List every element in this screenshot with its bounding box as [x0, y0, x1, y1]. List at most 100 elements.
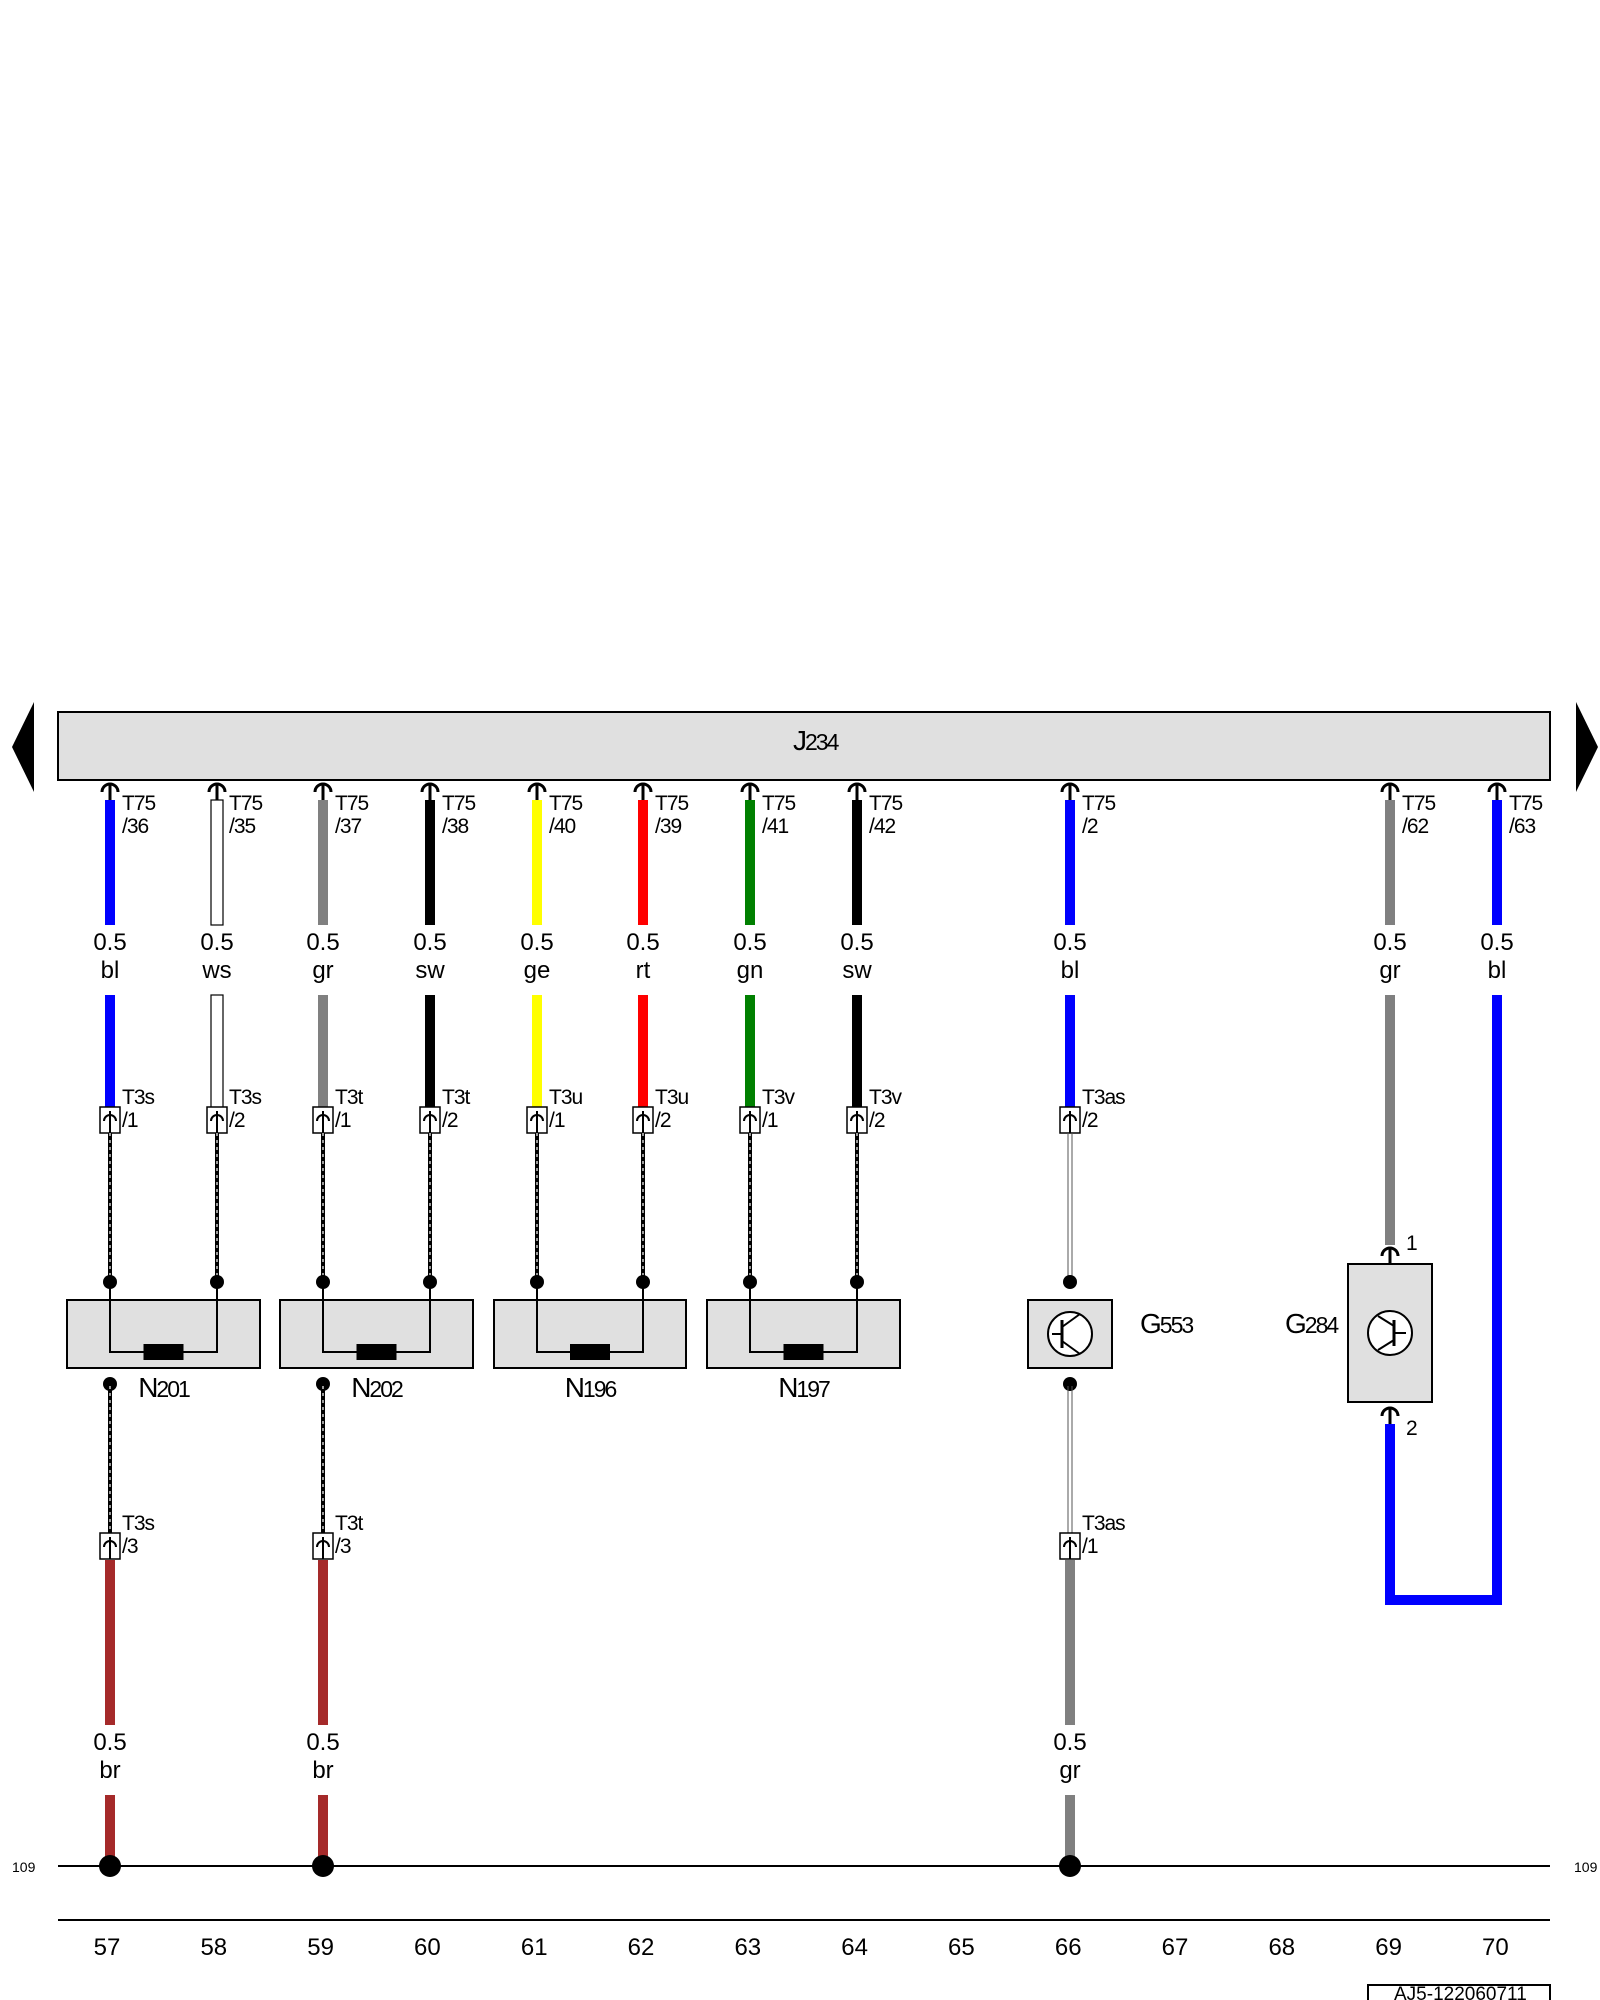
- wire-size-label-8: 0.5: [1053, 929, 1086, 956]
- wire-color-label-0: bl: [101, 957, 120, 984]
- control-module-box: [57, 711, 1551, 781]
- connector-label-6: T3v: [762, 1086, 796, 1109]
- sensor-g284-pin-top: 1: [1406, 1232, 1417, 1255]
- column-number: 61: [521, 1934, 548, 1961]
- sensor-g284-pin-bottom: 2: [1406, 1417, 1417, 1440]
- sensor-g284-transistor-icon: [1367, 1310, 1413, 1356]
- wire-size-label-3: 0.5: [413, 929, 446, 956]
- column-number: 62: [628, 1934, 655, 1961]
- column-number: 65: [948, 1934, 975, 1961]
- sensor-g553: G553: [1027, 1299, 1195, 1391]
- connector-label-0: T3s: [122, 1086, 155, 1109]
- connector-number-7: /2: [869, 1109, 885, 1132]
- connector-number-6: /1: [762, 1109, 778, 1132]
- wire-size-label-5: 0.5: [626, 929, 659, 956]
- wire-color-label-8: bl: [1061, 957, 1080, 984]
- valve-label-2: N196: [565, 1372, 617, 1403]
- module-pin-number-0: /36: [122, 815, 149, 838]
- sensor-g553-bottom-dot: [1063, 1377, 1077, 1391]
- wire-size-label-0: 0.5: [93, 929, 126, 956]
- column-number: 59: [307, 1934, 334, 1961]
- previous-page-arrow-icon[interactable]: [12, 702, 34, 792]
- column-number: 66: [1055, 1934, 1082, 1961]
- wire-color-label-1: ws: [201, 957, 231, 984]
- wire-color-label-5: rt: [636, 957, 651, 984]
- module-pin-label-5: T75: [655, 792, 689, 815]
- module-pin-label-6: T75: [762, 792, 796, 815]
- connector-number-0: /1: [122, 1109, 138, 1132]
- sensor-g284-collector-icon: [1377, 1315, 1395, 1327]
- sensor-g553-label: G553: [1140, 1308, 1193, 1339]
- lower-wire-size-1: 0.5: [306, 1729, 339, 1756]
- module-pin-label-1: T75: [229, 792, 263, 815]
- connector-number-2: /1: [335, 1109, 351, 1132]
- valve-coil-icon-0: [143, 1344, 184, 1360]
- wire-color-label-10: bl: [1488, 957, 1507, 984]
- column-number: 70: [1482, 1934, 1509, 1961]
- lower-connector-label-2: T3as: [1082, 1512, 1125, 1535]
- module-pin-number-4: /40: [549, 815, 576, 838]
- lower-connector-label-0: T3s: [122, 1512, 155, 1535]
- valve-lower-dot-1: [316, 1377, 330, 1391]
- module-pin-number-5: /39: [655, 815, 682, 838]
- sensor-g284-emitter-icon: [1377, 1339, 1395, 1351]
- connector-number-1: /2: [229, 1109, 245, 1132]
- column-number: 68: [1268, 1934, 1295, 1961]
- transistor-collector-icon: [1061, 1313, 1081, 1328]
- column-number: 57: [94, 1934, 121, 1961]
- wire-size-label-10: 0.5: [1480, 929, 1513, 956]
- wire-color-label-2: gr: [312, 957, 333, 984]
- connector-number-3: /2: [442, 1109, 458, 1132]
- lower-connector-number-2: /1: [1082, 1535, 1098, 1558]
- ground-ref-right: 109: [1574, 1859, 1598, 1875]
- valve-label-0: N201: [138, 1372, 190, 1403]
- lower-connector-label-1: T3t: [335, 1512, 364, 1535]
- connector-label-1: T3s: [229, 1086, 262, 1109]
- connector-label-8: T3as: [1082, 1086, 1125, 1109]
- module-pin-number-6: /41: [762, 815, 789, 838]
- wire-middle-segment-1: [210, 994, 224, 1109]
- column-number: 63: [734, 1934, 761, 1961]
- module-pin-label-9: T75: [1402, 792, 1436, 815]
- document-id: AJ5-122060711: [1394, 1984, 1527, 2000]
- module-pin-number-1: /35: [229, 815, 256, 838]
- valve-label-1: N202: [351, 1372, 403, 1403]
- valve-coil-icon-2: [570, 1344, 610, 1360]
- transistor-icon: [1047, 1311, 1093, 1357]
- transistor-emitter-icon: [1061, 1340, 1081, 1355]
- wire-color-label-9: gr: [1379, 957, 1400, 984]
- column-number: 67: [1162, 1934, 1189, 1961]
- wire-size-label-2: 0.5: [306, 929, 339, 956]
- lower-wire-color-1: br: [312, 1757, 333, 1784]
- module-pin-number-7: /42: [869, 815, 896, 838]
- lower-wire-size-2: 0.5: [1053, 1729, 1086, 1756]
- module-pin-label-4: T75: [549, 792, 583, 815]
- module-pin-label-2: T75: [335, 792, 369, 815]
- column-number: 58: [200, 1934, 227, 1961]
- connector-label-2: T3t: [335, 1086, 364, 1109]
- module-pin-label-3: T75: [442, 792, 476, 815]
- lower-wire-color-2: gr: [1059, 1757, 1080, 1784]
- module-pin-number-3: /38: [442, 815, 469, 838]
- module-pin-number-2: /37: [335, 815, 362, 838]
- connector-number-5: /2: [655, 1109, 671, 1132]
- module-pin-label-7: T75: [869, 792, 903, 815]
- next-page-arrow-icon[interactable]: [1576, 702, 1598, 792]
- upper-wires: T75/360.5blT3s/1T75/350.5wsT3s/2T75/370.…: [93, 782, 1544, 1289]
- lower-wire-size-0: 0.5: [93, 1729, 126, 1756]
- wire-size-label-6: 0.5: [733, 929, 766, 956]
- wire-color-label-7: sw: [842, 957, 872, 984]
- wire-color-label-3: sw: [415, 957, 445, 984]
- valve-coil-icon-3: [783, 1344, 824, 1360]
- sensor-g284-return-loop-wire: [1385, 995, 1502, 1605]
- lower-connector-number-1: /3: [335, 1535, 351, 1558]
- module-pin-label-0: T75: [122, 792, 156, 815]
- module-pin-number-8: /2: [1082, 815, 1098, 838]
- column-number: 64: [841, 1934, 868, 1961]
- wire-size-label-4: 0.5: [520, 929, 553, 956]
- module-pin-number-10: /63: [1509, 815, 1536, 838]
